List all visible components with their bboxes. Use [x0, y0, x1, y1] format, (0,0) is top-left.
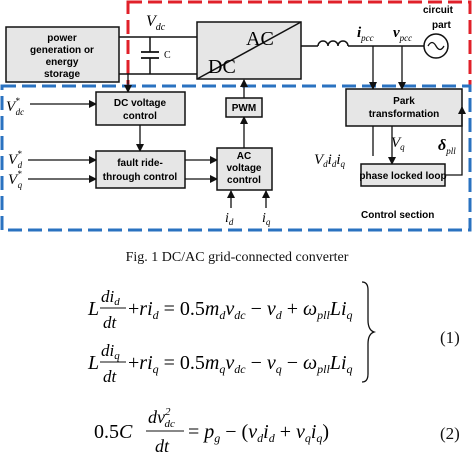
power-line-1: power — [47, 33, 77, 44]
power-line-4: storage — [44, 69, 81, 80]
dcvc-line-1: DC voltage — [114, 98, 167, 109]
converter-dc-label: DC — [208, 56, 236, 78]
id-label: id — [225, 211, 234, 227]
acvc-line-3: control — [227, 175, 261, 186]
svg-text:= pg − (vdid + vqiq): = pg − (vdid + vqiq) — [188, 421, 329, 445]
control-section-label: Control section — [361, 210, 434, 221]
fault-ride-through-block — [95, 150, 186, 189]
power-generation-block — [5, 26, 120, 83]
frt-line-2: through control — [103, 172, 178, 183]
figure-caption: Fig. 1 DC/AC grid-connected converter — [125, 250, 349, 265]
part-label: part — [432, 20, 452, 31]
dcvc-line-2: control — [123, 111, 157, 122]
svg-text:did: did — [101, 287, 120, 308]
vpcc-label: vpcc — [393, 25, 412, 43]
delta-pll-label: δpll — [438, 137, 456, 156]
vd-ref-label: V*d — [8, 149, 23, 170]
equation-2-number: (2) — [440, 424, 460, 443]
power-frame — [126, 0, 472, 88]
svg-text:0.5C: 0.5C — [94, 421, 133, 443]
park-line-2: transformation — [369, 109, 440, 120]
svg-text:dt: dt — [103, 367, 118, 386]
vq-ref-label: V*q — [8, 169, 23, 190]
pll-label: phase locked loop — [359, 171, 446, 182]
ipcc-label: ipcc — [357, 25, 374, 43]
power-line-2: generation or — [30, 45, 94, 56]
pwm-label: PWM — [232, 103, 256, 114]
vdc-label: Vdc — [146, 13, 166, 33]
equation-1-number: (1) — [440, 328, 460, 347]
svg-text:L: L — [87, 298, 99, 320]
acvc-line-1: AC — [237, 151, 251, 162]
vq-label: Vq — [391, 135, 405, 152]
svg-text:+rid = 0.5mdvdc − vd + ωpllLiq: +rid = 0.5mdvdc − vd + ωpllLiq — [128, 298, 353, 322]
iq-label: iq — [262, 211, 271, 227]
svg-text:+riq = 0.5mqvdc − vq − ωpllLiq: +riq = 0.5mqvdc − vq − ωpllLiq — [128, 352, 353, 376]
equation-1: L did dt +rid = 0.5mdvdc − vd + ωpllLiq … — [87, 281, 377, 386]
inductor — [317, 40, 349, 47]
cap-label: C — [164, 50, 171, 61]
frt-line-1: fault ride- — [117, 158, 163, 169]
converter-diagram: power generation or energy storage C Vdc… — [0, 0, 472, 232]
dc-voltage-control-block — [95, 91, 186, 126]
park-transformation-block — [345, 88, 463, 127]
circuit-label: circuit — [423, 5, 454, 16]
svg-text:dt: dt — [155, 436, 170, 456]
control-frame — [0, 84, 472, 232]
power-line-3: energy — [46, 57, 79, 68]
converter-ac-label: AC — [246, 28, 274, 50]
svg-text:diq: diq — [101, 341, 120, 362]
svg-text:dt: dt — [103, 313, 118, 332]
acvc-line-2: voltage — [226, 163, 261, 174]
vdc-ref-label: V*dc — [6, 96, 24, 117]
park-line-1: Park — [393, 96, 415, 107]
vd-id-iq-label: Vdidiq — [314, 152, 346, 169]
svg-text:L: L — [87, 352, 99, 374]
